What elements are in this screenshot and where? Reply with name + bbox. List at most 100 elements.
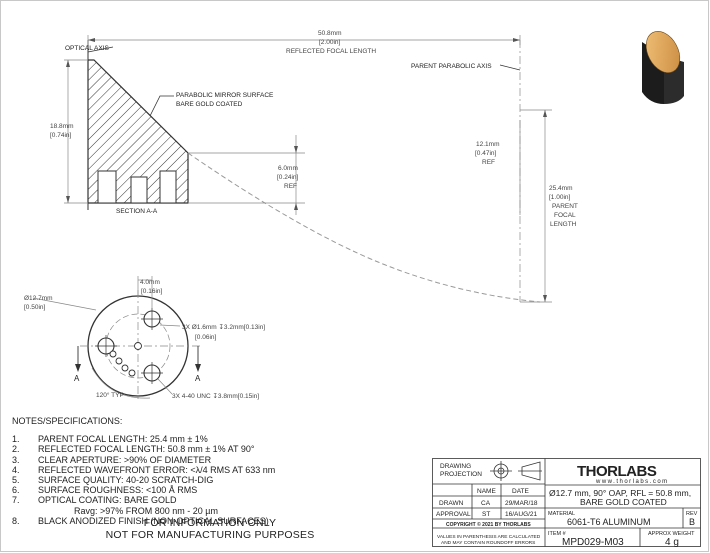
item-number: MPD029-M03: [562, 537, 624, 548]
material: 6061-T6 ALUMINUM: [567, 517, 651, 527]
material-label: MATERIAL: [548, 511, 575, 517]
col-name: NAME: [477, 488, 496, 495]
approval-name: ST: [482, 511, 490, 518]
angle-label: 120° TYP: [96, 391, 124, 399]
angle-arc: [91, 367, 151, 399]
rounding-l2: AND MAY CONTAIN ROUNDOFF ERRORS: [441, 540, 535, 546]
note-text: CLEAR APERTURE: >90% OF DIAMETER: [38, 454, 212, 465]
ref12-mm: 12.1mm: [476, 141, 499, 148]
thread-spec: 3X 4-40 UNC ↧3.8mm[0.15in]: [172, 392, 259, 400]
pfl-l1: PARENT: [552, 203, 578, 210]
notes-heading: NOTES/SPECIFICATIONS:: [12, 416, 123, 426]
projection-l1: DRAWING: [440, 463, 471, 470]
parent-parabola-curve: [187, 152, 541, 303]
ref6-mm: 6.0mm: [278, 165, 298, 172]
section-a-right: A: [195, 374, 201, 383]
note-item: 3. CLEAR APERTURE: >90% OF DIAMETER: [12, 455, 275, 465]
note-ravg: Ravg: >97% FROM 800 nm - 20 µm: [74, 505, 218, 516]
thorlabs-logo: THORLABS: [577, 463, 657, 480]
approval-label: APPROVAL: [436, 511, 471, 518]
dia-mm: Ø12.7mm: [24, 295, 53, 302]
pfl-mm: 25.4mm: [549, 185, 572, 192]
disclaimer-l2: NOT FOR MANUFACTURING PURPOSES: [105, 529, 315, 541]
drawn-date: 29/MAR/18: [505, 500, 538, 507]
hole-cutout: [159, 170, 177, 204]
rev: B: [689, 517, 695, 527]
mirror-coating-label: BARE GOLD COATED: [176, 101, 243, 108]
hole-cutout: [130, 176, 148, 204]
note-text: OPTICAL COATING: BARE GOLD: [38, 495, 177, 506]
title-block: [432, 458, 701, 547]
section-label: SECTION A-A: [116, 208, 158, 215]
note-text: REFLECTED WAVEFRONT ERROR: <λ/4 RMS AT 6…: [38, 464, 276, 475]
note-number: 7.: [12, 495, 20, 506]
copyright: COPYRIGHT © 2021 BY THORLABS: [446, 521, 531, 528]
note-text: BLACK ANODIZED FINISH (NON-OPTICAL SURFA…: [38, 515, 269, 526]
note-number: 1.: [12, 434, 20, 445]
projection-l2: PROJECTION: [440, 471, 482, 478]
drawing-annotations: OPTICAL AXIS PARENT PARABOLIC AXIS PARAB…: [24, 30, 578, 400]
small-hole: [109, 350, 117, 358]
small-hole: [115, 357, 123, 365]
dimension-arrows: [66, 38, 547, 302]
note-number: 2.: [12, 444, 20, 455]
mirror-3d-icon: [642, 31, 684, 104]
note-item: 1. PARENT FOCAL LENGTH: 25.4 mm ± 1%: [12, 434, 275, 444]
mirror-surface-label: PARABOLIC MIRROR SURFACE: [176, 92, 274, 99]
pfl-l3: LENGTH: [550, 221, 577, 228]
small-hole: [134, 342, 142, 350]
weight: 4 g: [665, 537, 679, 548]
note-item: 2. REFLECTED FOCAL LENGTH: 50.8 mm ± 1% A…: [12, 444, 275, 454]
small-hole: [128, 369, 136, 377]
note-item: 7. OPTICAL COATING: BARE GOLD: [12, 495, 275, 505]
offset-mm: 4.0mm: [140, 279, 160, 286]
hole-spec: 3X Ø1.6mm ↧3.2mm[0.13in]: [182, 323, 265, 331]
height-in: [0.74in]: [50, 132, 72, 139]
website: www.thorlabs.com: [595, 479, 669, 485]
note-number: 3.: [12, 454, 20, 465]
weight-label: APPROX WEIGHT: [648, 531, 695, 537]
note-text: PARENT FOCAL LENGTH: 25.4 mm ± 1%: [38, 434, 208, 445]
drawn-label: DRAWN: [439, 500, 464, 507]
section-a-left: A: [74, 374, 80, 383]
disclaimer: FOR INFORMATION ONLY NOT FOR MANUFACTURI…: [60, 517, 360, 541]
description-l2: BARE GOLD COATED: [580, 497, 667, 507]
ref12-in: [0.47in]: [475, 150, 497, 157]
leaders: [87, 46, 521, 117]
note-item: 6. SURFACE ROUGHNESS: <100 Å RMS: [12, 485, 275, 495]
approval-date: 16/AUG/21: [505, 511, 538, 518]
disclaimer-l1: FOR INFORMATION ONLY: [143, 517, 277, 529]
hole-spec-in: [0.06in]: [195, 334, 217, 341]
ref6-in: [0.24in]: [277, 174, 299, 181]
parent-axis-label: PARENT PARABOLIC AXIS: [411, 63, 492, 70]
item-label: ITEM #: [548, 531, 567, 537]
note-number: 5.: [12, 475, 20, 486]
rfl-in: [2.00in]: [319, 39, 341, 46]
note-item: 5. SURFACE QUALITY: 40-20 SCRATCH-DIG: [12, 475, 275, 485]
note-number: 8.: [12, 515, 20, 526]
small-hole: [121, 364, 129, 372]
note-number: 6.: [12, 485, 20, 496]
rfl-label: REFLECTED FOCAL LENGTH: [286, 48, 376, 55]
rev-label: REV: [686, 511, 698, 517]
hole-cutout: [97, 170, 117, 204]
offset-in: [0.16in]: [141, 288, 163, 295]
ref6-label: REF: [284, 183, 297, 190]
note-item: 4.REFLECTED WAVEFRONT ERROR: <λ/4 RMS AT…: [12, 465, 275, 475]
note-text: REFLECTED FOCAL LENGTH: 50.8 mm ± 1% AT …: [38, 444, 255, 455]
optical-axis-label: OPTICAL AXIS: [65, 45, 109, 52]
notes-list: 1. PARENT FOCAL LENGTH: 25.4 mm ± 1% 2. REF…: [12, 434, 275, 505]
drawn-name: CA: [481, 500, 491, 507]
note-item: 8. BLACK ANODIZED FINISH (NON-OPTICAL SU…: [12, 516, 275, 526]
rfl-mm: 50.8mm: [318, 30, 341, 37]
pfl-in: [1.00in]: [549, 194, 571, 201]
note-text: SURFACE QUALITY: 40-20 SCRATCH-DIG: [38, 475, 214, 486]
col-date: DATE: [512, 488, 530, 495]
title-block-text: DRAWING PROJECTION NAME DATE DRAWN CA 29…: [436, 463, 698, 548]
dia-in: [0.50in]: [24, 304, 46, 311]
note-text: SURFACE ROUGHNESS: <100 Å RMS: [38, 485, 198, 496]
notes-block: NOTES/SPECIFICATIONS: 1. PARENT FOCAL LEN…: [12, 416, 275, 526]
